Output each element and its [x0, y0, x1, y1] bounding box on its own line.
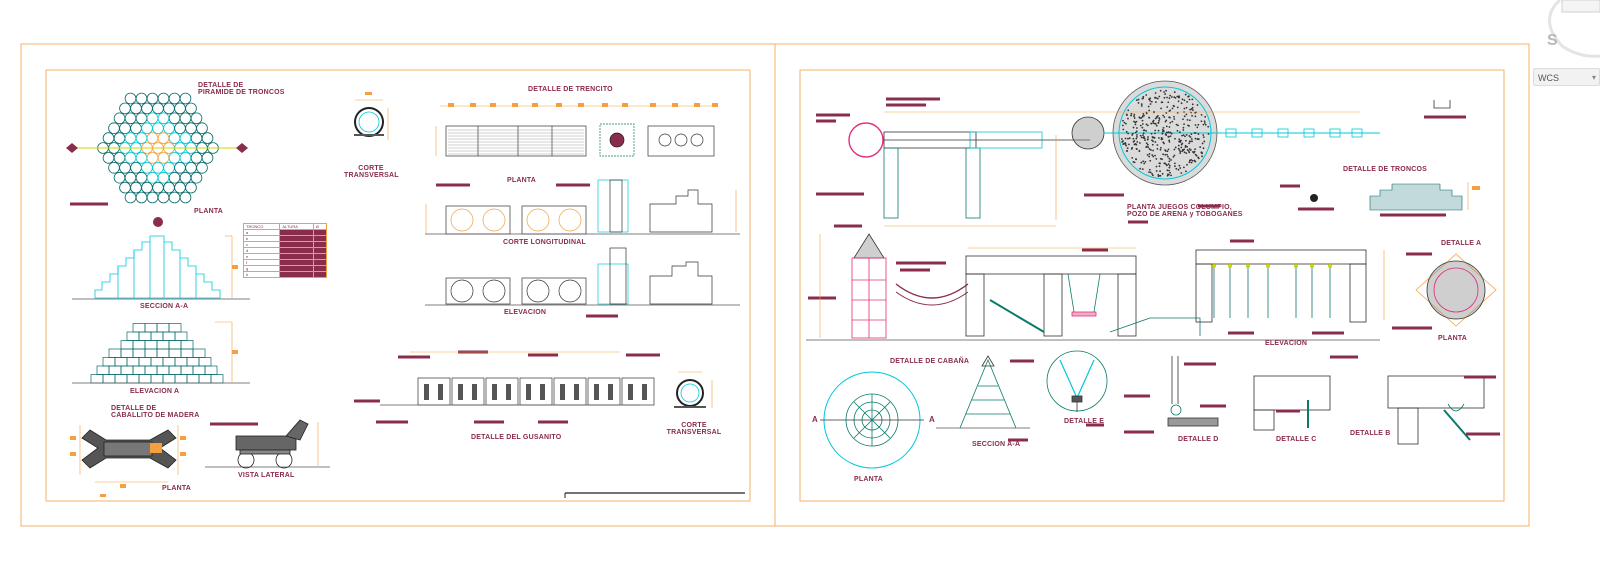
title-detalle-troncos: DETALLE DE TRONCOS — [1343, 166, 1427, 173]
trencito-plan — [445, 123, 715, 157]
sheet-right-frame — [799, 69, 1505, 502]
cabana-section — [959, 355, 1017, 429]
gusanito — [417, 377, 655, 406]
caballito-plan — [81, 429, 177, 469]
wcs-menu[interactable]: WCS ▾ — [1533, 68, 1600, 86]
corte-transversal-1 — [354, 92, 389, 140]
title-detalle-cabana: DETALLE DE CABAÑA — [890, 358, 970, 365]
label-elevacion-trencito: ELEVACION — [504, 309, 547, 316]
title-planta-juegos: PLANTA JUEGOS COLUMPIO, POZO DE ARENA y … — [1127, 204, 1243, 219]
label-elevacion-a: ELEVACION A — [130, 388, 180, 395]
label-corte-longitudinal: CORTE LONGITUDINAL — [503, 239, 586, 246]
label-planta-cabana: PLANTA — [854, 476, 884, 483]
detalle-c — [1253, 375, 1331, 431]
label-vista-lateral: VISTA LATERAL — [238, 472, 295, 479]
label-detalle-d: DETALLE D — [1178, 436, 1219, 443]
label-planta-piramide: PLANTA — [194, 208, 224, 215]
title-gusanito: DETALLE DEL GUSANITO — [471, 434, 562, 441]
corte-transversal-2 — [626, 353, 713, 408]
label-detalle-e: DETALLE E — [1064, 418, 1105, 425]
title-piramide: DETALLE DE PIRAMIDE DE TRONCOS — [198, 82, 285, 97]
label-corte-transversal-2: CORTE TRANSVERSAL — [666, 422, 722, 437]
title-caballito: DETALLE DE CABALLITO DE MADERA — [111, 405, 200, 420]
label-seccion-aa-cabana: SECCION A-A — [972, 441, 1021, 448]
table-cell: h — [242, 271, 281, 278]
log-pyramid-elevation — [90, 323, 224, 384]
wcs-label: WCS — [1538, 73, 1559, 83]
viewcube[interactable] — [1532, 0, 1600, 60]
trencito-longitudinal — [445, 179, 713, 235]
label-elevacion-juegos: ELEVACION — [1265, 340, 1308, 347]
planta-juegos — [848, 80, 1380, 219]
sand-pit — [1120, 89, 1210, 178]
log-pyramid-plan — [97, 92, 219, 227]
small-profile — [1433, 100, 1451, 109]
cabana-plan — [820, 371, 924, 469]
label-planta-trencito: PLANTA — [507, 177, 537, 184]
label-seccion-aa: SECCION A-A — [140, 303, 189, 310]
sheet-left-frame — [45, 69, 751, 502]
label-corte-transversal-1: CORTE TRANSVERSAL — [344, 165, 399, 180]
detalle-troncos — [1369, 183, 1463, 211]
section-marker-a-left: A — [812, 415, 818, 424]
compass-south-label[interactable]: S — [1547, 32, 1558, 49]
detalle-e — [1046, 350, 1108, 412]
detalle-a — [1415, 253, 1497, 327]
label-detalle-a: DETALLE A — [1441, 240, 1482, 247]
log-pyramid-section — [94, 235, 221, 299]
detalle-b — [1387, 375, 1485, 445]
trencito-elevation — [445, 247, 713, 305]
label-detalle-c: DETALLE C — [1276, 436, 1317, 443]
detalle-d — [1167, 356, 1219, 427]
chevron-down-icon: ▾ — [1591, 73, 1596, 82]
caballito-side — [235, 419, 309, 469]
tronco-table: TRONCO ALTURA Ø a b c d e f g h — [242, 223, 328, 278]
label-planta-detalle-a: PLANTA — [1438, 335, 1468, 342]
section-marker-a-right: A — [929, 415, 935, 424]
cabana-elevation — [851, 233, 1367, 339]
title-trencito: DETALLE DE TRENCITO — [528, 86, 613, 93]
label-planta-caballito: PLANTA — [162, 485, 192, 492]
label-detalle-b: DETALLE B — [1350, 430, 1391, 437]
viewcube-ring-icon — [1548, 0, 1600, 58]
